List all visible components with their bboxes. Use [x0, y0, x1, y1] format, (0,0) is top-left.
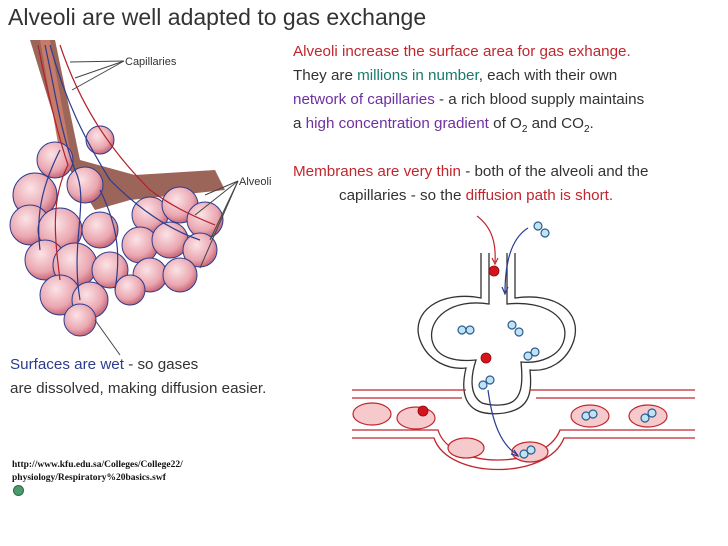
capillaries-label: Capillaries — [125, 56, 177, 68]
para2-heading: Membranes are very thin — [293, 163, 461, 180]
para2-text-b: capillaries - so the — [339, 187, 466, 204]
globe-icon — [13, 485, 24, 496]
para3-text-b: are dissolved, making diffusion easier. — [10, 380, 267, 397]
alveoli-cluster-right — [114, 186, 224, 306]
label-pointers — [69, 60, 239, 356]
para1-o2-sub: 2 — [521, 124, 528, 136]
para3-text-a: - so gases — [123, 356, 199, 373]
para1-heading: Alveoli increase the surface area for ga… — [293, 43, 631, 60]
thin-membranes-paragraph: Membranes are very thin - both of the al… — [293, 160, 723, 208]
alveoli-cluster-left — [9, 125, 129, 337]
alveolus-schematic — [417, 253, 577, 415]
para1-gradient: high concentration gradient — [305, 115, 489, 132]
diffusion-arrows — [476, 215, 529, 458]
para1-millions: millions in number — [357, 67, 479, 84]
para1-co2: and CO — [527, 115, 584, 132]
surface-area-paragraph: Alveoli increase the surface area for ga… — [293, 40, 723, 142]
source-link[interactable]: http://www.kfu.edu.sa/Colleges/College22… — [12, 459, 183, 485]
oxygen-molecules — [417, 265, 500, 417]
para1-co2-sub: 2 — [583, 124, 590, 136]
para2-short-path: diffusion path is short. — [465, 187, 614, 204]
para1-text-a: They are — [293, 67, 358, 84]
source-line-2: physiology/Respiratory%20basics.swf — [12, 473, 166, 483]
alveoli-label: Alveoli — [239, 176, 272, 188]
source-line-1: http://www.kfu.edu.sa/Colleges/College22… — [12, 460, 183, 470]
co2-molecules — [457, 221, 657, 459]
para1-text-d: a — [293, 115, 306, 132]
para1-period: . — [589, 115, 594, 132]
para1-text-c: - a rich blood supply maintains — [434, 91, 645, 108]
wet-surfaces-paragraph: Surfaces are wet - so gases are dissolve… — [10, 353, 330, 401]
para1-o2: of O — [488, 115, 522, 132]
para2-text-a: - both of the alveoli and the — [460, 163, 649, 180]
capillary-schematic — [352, 389, 695, 471]
para1-network: network of capillaries — [293, 91, 435, 108]
para1-text-b: , each with their own — [478, 67, 618, 84]
page-title: Alveoli are well adapted to gas exchange — [8, 4, 427, 30]
para3-heading: Surfaces are wet — [10, 356, 124, 373]
